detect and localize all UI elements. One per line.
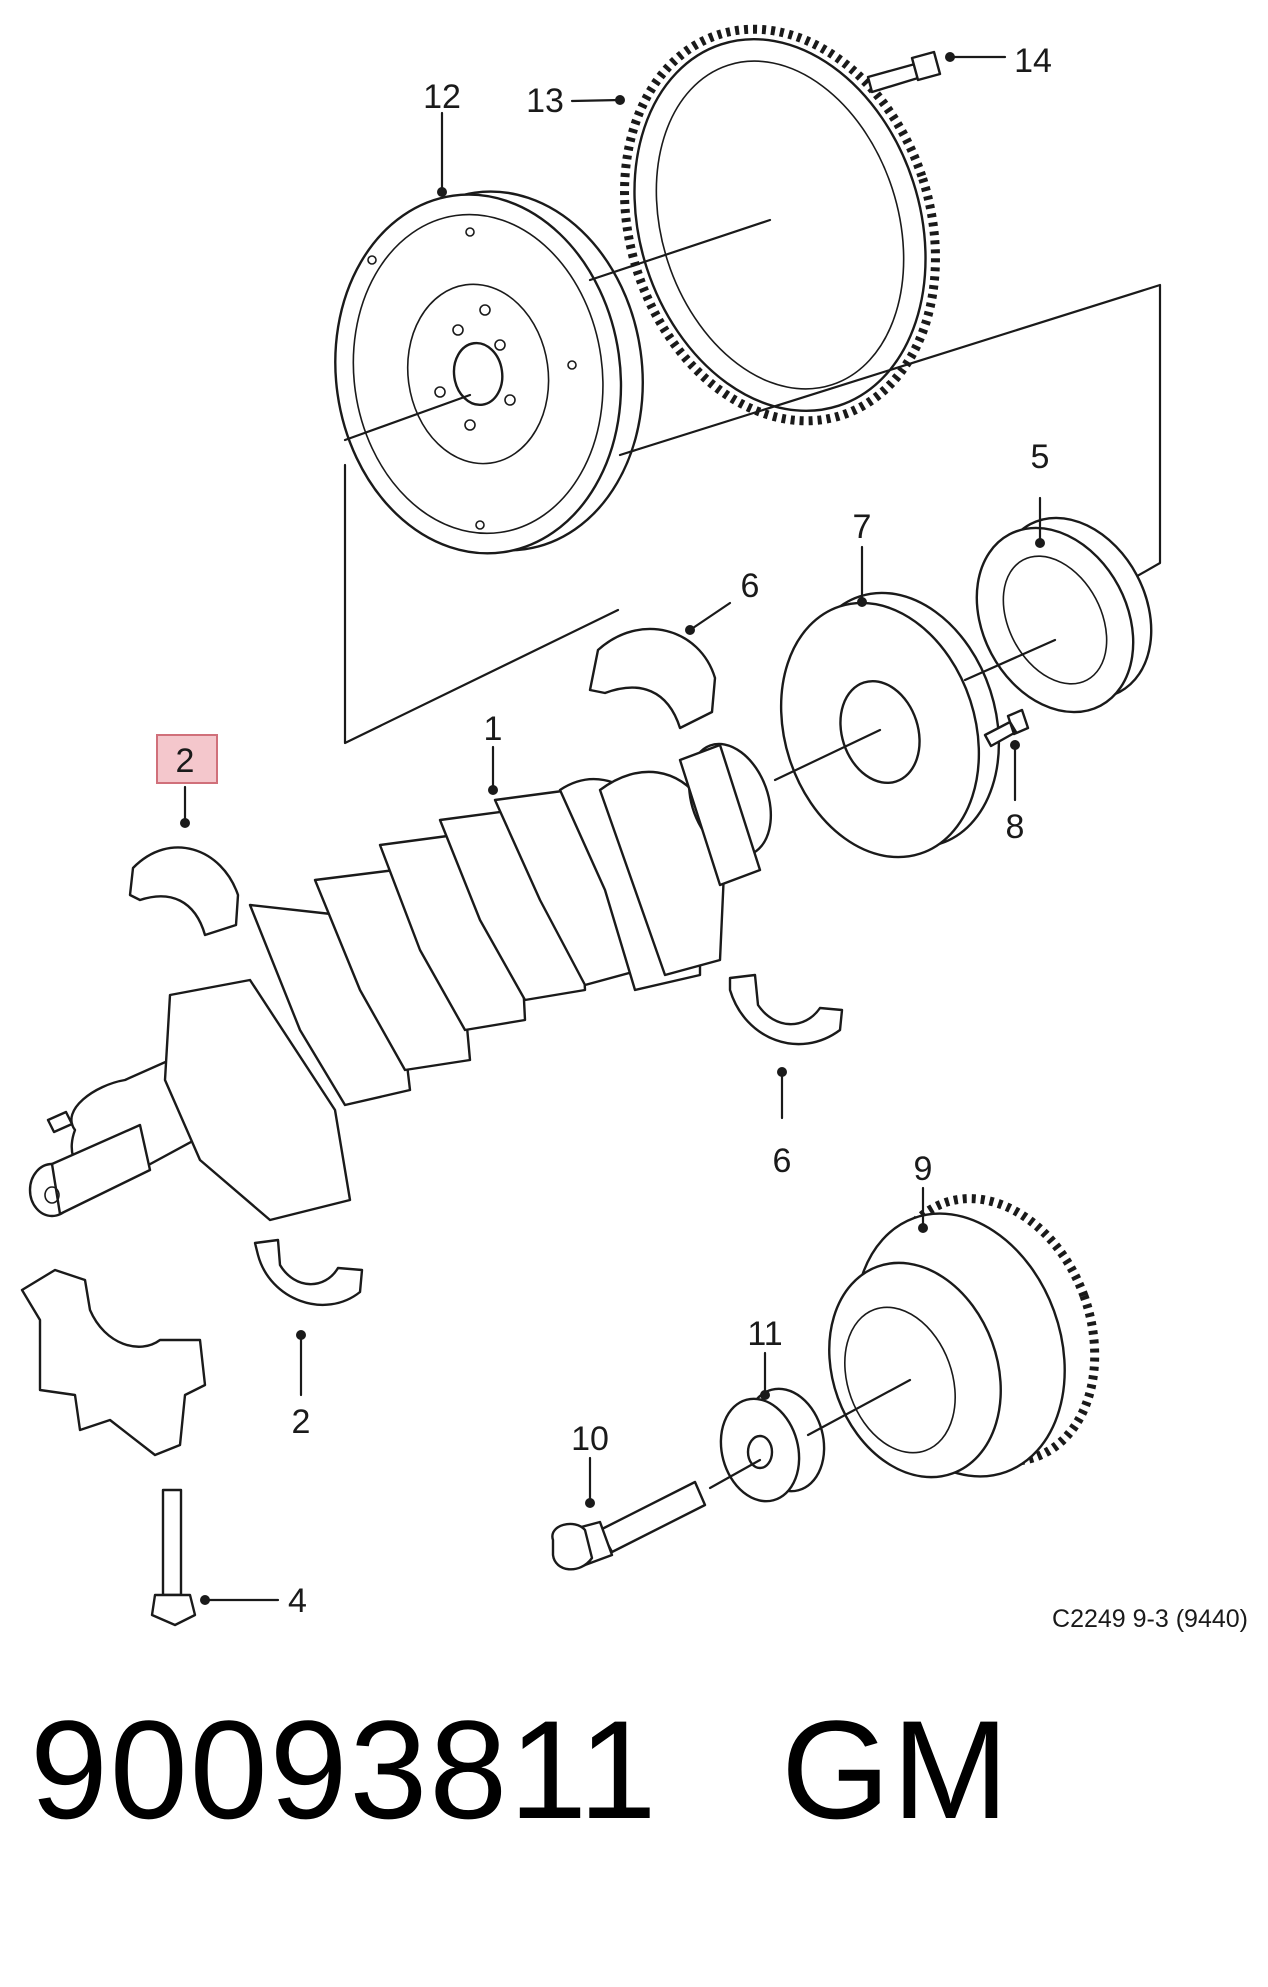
callout-highlight-box bbox=[156, 734, 218, 784]
woodruff-key bbox=[46, 1110, 74, 1134]
callout-1: 1 bbox=[484, 710, 503, 748]
ring-gear-13 bbox=[620, 24, 940, 426]
callout-10: 10 bbox=[571, 1420, 609, 1458]
seal-5 bbox=[975, 516, 1153, 714]
bolt-10 bbox=[551, 1480, 707, 1571]
callout-11: 11 bbox=[747, 1315, 782, 1353]
bearing-shell-2-top bbox=[128, 846, 240, 937]
callout-4: 4 bbox=[288, 1582, 307, 1620]
callout-12: 12 bbox=[423, 78, 461, 116]
bearing-shell-6-top bbox=[588, 627, 717, 730]
callout-13: 13 bbox=[526, 82, 564, 120]
main-bearing-cap bbox=[20, 1268, 207, 1457]
part-number: 90093811 bbox=[30, 1691, 659, 1848]
callout-5: 5 bbox=[1031, 438, 1050, 476]
callout-14: 14 bbox=[1014, 42, 1052, 80]
callout-6-bottom: 6 bbox=[773, 1142, 792, 1180]
bolt-8 bbox=[983, 708, 1030, 748]
bearing-shell-2-bottom bbox=[253, 1238, 364, 1307]
callout-2-top: 2 bbox=[176, 742, 195, 780]
callout-2-bottom: 2 bbox=[292, 1403, 311, 1441]
callout-7: 7 bbox=[853, 508, 872, 546]
flywheel-12 bbox=[334, 190, 644, 555]
leader-dots bbox=[180, 52, 1045, 1605]
damper-pulley-9 bbox=[828, 1194, 1100, 1479]
callout-9: 9 bbox=[914, 1150, 933, 1188]
leader-lines bbox=[183, 55, 1057, 1602]
brand: GM bbox=[781, 1691, 1011, 1848]
callout-6-top: 6 bbox=[741, 567, 760, 605]
part-number-line: 90093811 GM bbox=[30, 1700, 1011, 1840]
bearing-shell-6-bottom bbox=[728, 973, 844, 1046]
washer-11 bbox=[719, 1387, 826, 1503]
drawing-code: C2249 9-3 (9440) bbox=[1052, 1605, 1248, 1633]
callout-8: 8 bbox=[1006, 808, 1025, 846]
bolt-4 bbox=[150, 1488, 197, 1627]
bolt-14 bbox=[866, 50, 942, 94]
crankshaft-1 bbox=[28, 742, 773, 1222]
